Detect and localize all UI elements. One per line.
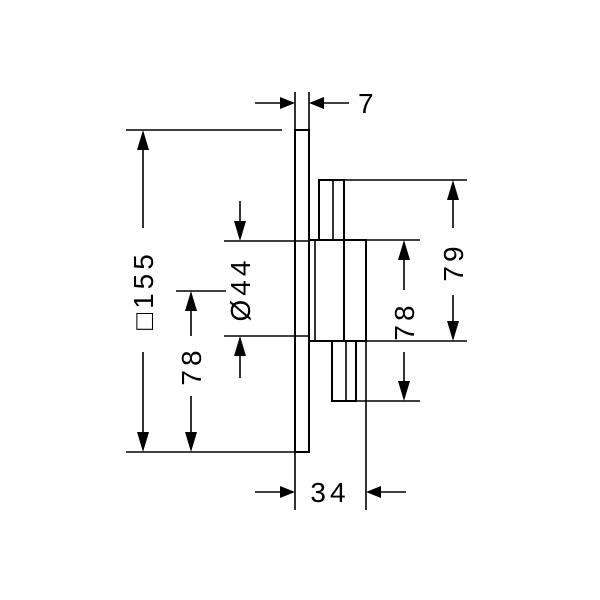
wall-plate [294, 129, 310, 453]
arrow-right-icon [280, 486, 295, 498]
arrow-right-icon [280, 97, 295, 109]
arrow-down-icon [398, 381, 410, 401]
arrow-left-icon [309, 97, 324, 109]
dim-upper-height: 79 [438, 242, 469, 281]
handle-block [343, 239, 367, 342]
dim-lower-height: 78 [176, 346, 207, 385]
arrow-down-icon [447, 321, 459, 341]
dim-diameter: Ø44 [225, 257, 256, 322]
arrow-up-icon [185, 291, 197, 311]
arrow-down-icon [234, 221, 246, 241]
arrow-up-icon [447, 180, 459, 200]
dim-depth: 34 [310, 477, 349, 508]
dim-plate-size: □155 [128, 250, 159, 330]
arrow-up-icon [398, 240, 410, 260]
arrow-down-icon [185, 432, 197, 452]
arrow-up-icon [234, 336, 246, 356]
arrow-down-icon [137, 432, 149, 452]
arrow-left-icon [366, 486, 381, 498]
dim-plate-thickness: 7 [358, 88, 378, 119]
upper-knob [318, 179, 345, 241]
lower-knob [331, 340, 357, 402]
dim-handle-height: 78 [389, 301, 420, 340]
arrow-up-icon [137, 130, 149, 150]
